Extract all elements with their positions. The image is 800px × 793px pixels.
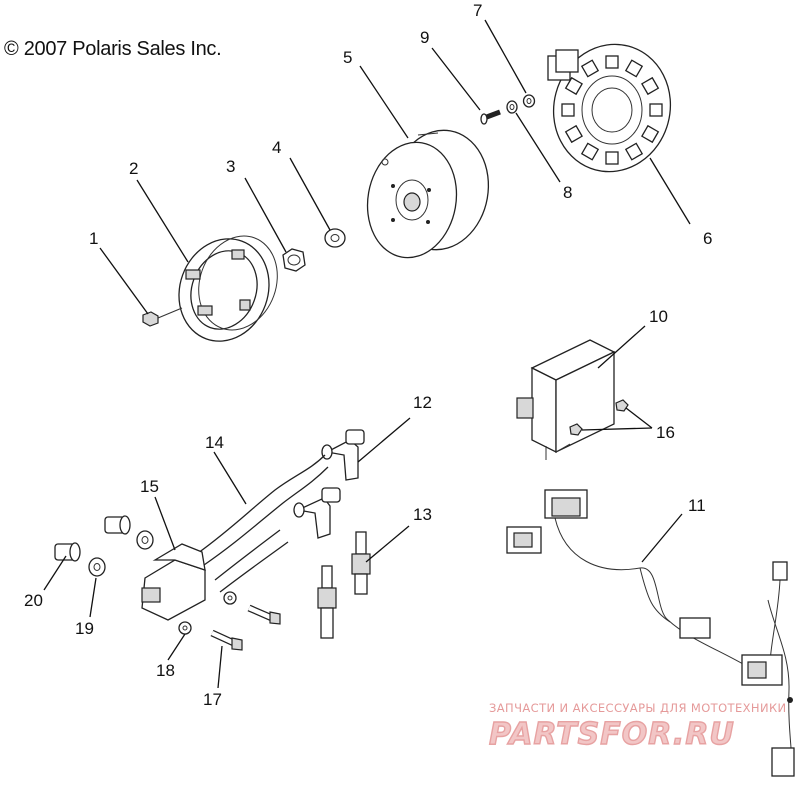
leader-line (289, 157, 331, 231)
part-8-lock-washer (506, 100, 518, 114)
leader-line (431, 47, 481, 111)
part-2-flywheel-cover (178, 235, 278, 342)
callout-8: 8 (563, 183, 572, 202)
leader-line (167, 633, 186, 661)
stator-tooth (624, 142, 644, 161)
leader-lines (43, 19, 691, 689)
watermark-tagline: ЗАПЧАСТИ И АКСЕССУАРЫ ДЛЯ МОТОТЕХНИКИ (489, 701, 787, 715)
part-5-flywheel (366, 129, 490, 259)
part-20-bushing (54, 542, 81, 562)
leader-line (99, 247, 149, 315)
part-4-washer (324, 228, 346, 248)
leader-line (365, 525, 410, 563)
leader-line (649, 157, 691, 225)
callout-2: 2 (129, 159, 138, 178)
leader-line (625, 407, 653, 429)
callout-7: 7 (473, 1, 482, 20)
stator-tooth (605, 55, 619, 69)
part-10-cdi-box (516, 339, 616, 460)
part-13-spark-plugs (317, 531, 371, 639)
part-14-ht-leads (197, 454, 341, 593)
watermark: ЗАПЧАСТИ И АКСЕССУАРЫ ДЛЯ МОТОТЕХНИКИ PA… (488, 701, 787, 753)
copyright-notice: © 2007 Polaris Sales Inc. (4, 38, 222, 60)
callout-1: 1 (89, 229, 98, 248)
leader-line (515, 112, 561, 183)
callout-labels: 1 2 3 4 5 6 7 8 9 10 11 12 13 14 15 16 1… (24, 1, 712, 709)
part-20-bushing-2 (104, 515, 131, 535)
callout-13: 13 (413, 505, 432, 524)
part-17-bolts (210, 604, 281, 651)
leader-line (641, 513, 683, 563)
leader-line (359, 65, 409, 139)
callout-15: 15 (140, 477, 159, 496)
stator-tooth (641, 124, 660, 144)
callout-9: 9 (420, 28, 429, 47)
leader-line (213, 451, 247, 505)
leader-line (154, 496, 176, 551)
callout-4: 4 (272, 138, 281, 157)
part-16-bolts (569, 399, 629, 436)
stator-tooth (580, 142, 600, 161)
callout-11: 11 (688, 496, 706, 515)
callout-20: 20 (24, 591, 43, 610)
part-9-bolt (480, 109, 501, 125)
stator-tooth (564, 76, 583, 96)
callout-19: 19 (75, 619, 94, 638)
callout-6: 6 (703, 229, 712, 248)
part-1-bolt (142, 307, 183, 327)
callout-14: 14 (205, 433, 224, 452)
callout-10: 10 (649, 307, 668, 326)
callout-18: 18 (156, 661, 175, 680)
part-3-nut (282, 248, 306, 272)
stator-tooth (561, 103, 575, 117)
leader-line (357, 417, 411, 463)
leader-line (484, 19, 527, 94)
stator-tooth (649, 103, 663, 117)
stator-tooth (605, 151, 619, 165)
part-7-washer (522, 94, 536, 108)
callout-12: 12 (413, 393, 432, 412)
stator-tooth (624, 59, 644, 78)
part-15-ignition-coil (141, 543, 206, 621)
watermark-brand: PARTSFOR.RU (489, 717, 735, 752)
leader-line (597, 325, 646, 369)
leader-line (89, 577, 97, 618)
part-11-wiring-harness (506, 489, 795, 777)
callout-16: 16 (656, 423, 675, 442)
leader-line (43, 555, 67, 591)
leader-line (217, 645, 223, 689)
callout-5: 5 (343, 48, 352, 67)
part-6-stator (547, 43, 672, 173)
part-12-spark-plug-cap (321, 429, 365, 481)
callout-17: 17 (203, 690, 222, 709)
leader-line (136, 179, 189, 263)
stator-tooth (580, 59, 600, 78)
part-19-grommet (88, 530, 154, 577)
leader-line (581, 427, 653, 431)
stator-tooth (641, 76, 660, 96)
stator-tooth (564, 124, 583, 144)
callout-3: 3 (226, 157, 235, 176)
leader-line (244, 177, 287, 253)
